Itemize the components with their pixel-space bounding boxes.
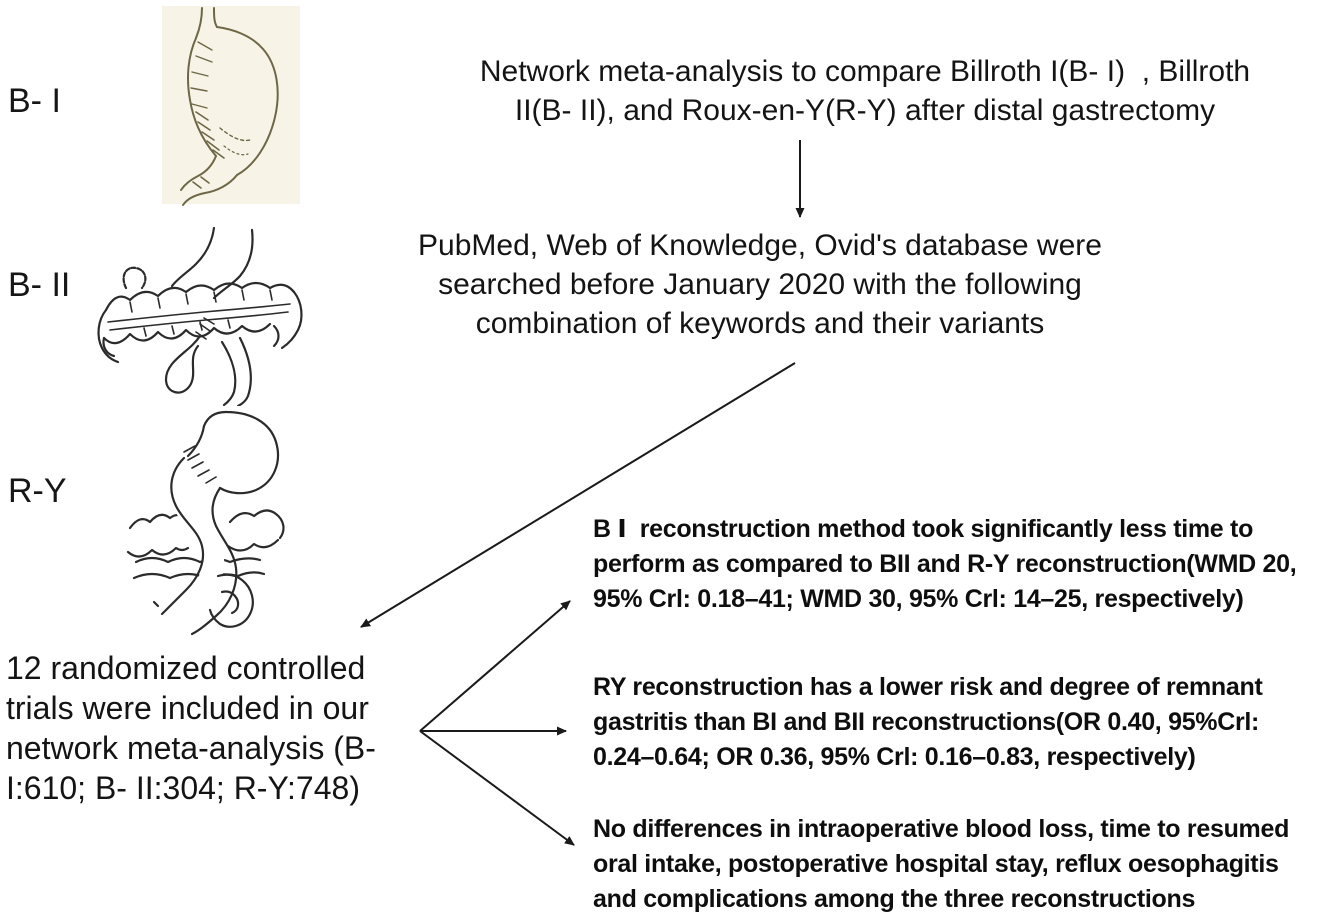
finding-operative-time-text: B Ⅰ reconstruction method took significa…	[593, 515, 1297, 613]
label-roux-en-y: R-Y	[8, 472, 67, 510]
billroth-1-stomach-drawing-icon	[162, 6, 300, 206]
roux-en-y-anastomosis-sketch	[122, 408, 294, 638]
finding-no-differences-text: No differences in intraoperative blood l…	[593, 815, 1290, 913]
billroth-2-anastomosis-sketch	[92, 226, 308, 406]
arrow-included-to-finding-3	[419, 730, 575, 846]
arrow-search-to-included	[360, 362, 796, 628]
title-text: Network meta-analysis to compare Billrot…	[479, 55, 1251, 127]
arrow-included-to-finding-1	[419, 600, 571, 732]
finding-remnant-gastritis-text: RY reconstruction has a lower risk and d…	[593, 673, 1263, 771]
label-billroth-2: B- II	[8, 266, 71, 304]
billroth-2-drawing-icon	[97, 226, 303, 406]
roux-en-y-drawing-icon	[126, 410, 285, 636]
label-billroth-1: B- I	[8, 82, 61, 120]
search-strategy-text: PubMed, Web of Knowledge, Ovid's databas…	[418, 229, 1102, 340]
billroth-1-stomach-sketch	[158, 6, 300, 208]
